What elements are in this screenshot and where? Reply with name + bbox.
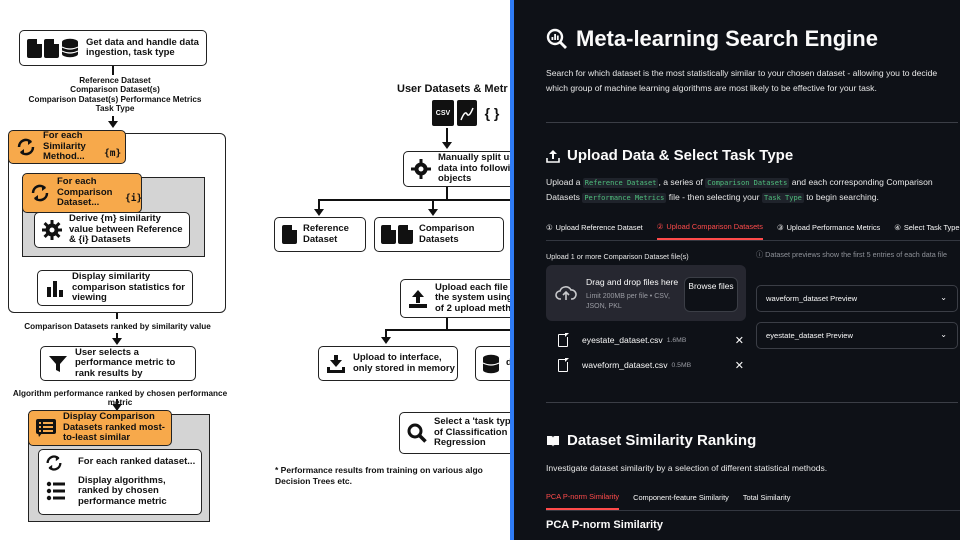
file-icon xyxy=(275,225,303,244)
waveform-preview-expander[interactable]: waveform_dataset Preview ⌄ xyxy=(756,285,958,312)
files-database-icon xyxy=(20,38,86,58)
display-algorithms-text: Display algorithms, ranked by chosen per… xyxy=(78,475,167,507)
upload-icon xyxy=(401,288,435,310)
chevron-down-icon: ⌄ xyxy=(940,330,947,339)
uploaded-file-row: eyestate_dataset.csv 1.6MB ✕ xyxy=(558,330,744,350)
refresh-icon xyxy=(9,136,43,158)
window-edge-accent xyxy=(510,0,516,540)
for-each-ranked-container xyxy=(38,449,202,515)
chevron-down-icon: ⌄ xyxy=(940,293,947,302)
search-analytics-icon xyxy=(546,28,567,49)
for-each-method-step: For each Similarity Method... xyxy=(8,130,126,164)
tab-pca-pnorm[interactable]: PCA P-norm Similarity xyxy=(546,492,620,510)
search-icon xyxy=(400,422,434,444)
database-icon xyxy=(476,354,506,374)
download-tray-icon xyxy=(319,353,353,375)
upload-database-step: d xyxy=(475,346,514,381)
tab-component-feature[interactable]: Component-feature Similarity xyxy=(633,493,729,502)
remove-file-icon[interactable]: ✕ xyxy=(734,359,744,372)
ingest-text: Get data and handle data ingestion, task… xyxy=(86,36,199,58)
footnote: * Performance results from training on v… xyxy=(275,465,483,486)
step-one-icon: ① xyxy=(546,223,553,232)
filter-icon xyxy=(41,354,75,374)
tab-total-similarity[interactable]: Total Similarity xyxy=(742,493,791,502)
uploader-label: Upload 1 or more Comparison Dataset file… xyxy=(546,252,689,261)
ingest-step: Get data and handle data ingestion, task… xyxy=(19,30,207,66)
algo-ranked-label: Algorithm performance ranked by chosen p… xyxy=(12,389,228,408)
step-two-icon: ② xyxy=(656,222,664,231)
display-ranked-step: Display Comparison Datasets ranked most-… xyxy=(28,410,172,446)
file-icon xyxy=(558,333,569,347)
app-panel: Meta-learning Search Engine Search for w… xyxy=(514,0,960,540)
browse-files-button[interactable]: Browse files xyxy=(684,277,738,312)
gear-icon xyxy=(35,219,69,241)
for-each-ranked-text: For each ranked dataset... xyxy=(78,456,196,467)
book-icon xyxy=(547,435,559,447)
json-file-icon: { } xyxy=(484,105,500,121)
reference-dataset-node: Reference Dataset xyxy=(274,217,366,252)
select-task-step: Select a 'task typ of Classification o R… xyxy=(399,412,514,454)
comparison-datasets-node: Comparison Datasets xyxy=(374,217,504,252)
preview-note: ⓘ Dataset previews show the first 5 entr… xyxy=(756,250,947,259)
upload-description: Upload a Reference Dataset, a series of … xyxy=(546,177,933,204)
bullet-list-icon xyxy=(46,480,66,507)
files-icon xyxy=(375,225,419,244)
bar-chart-icon xyxy=(38,278,72,298)
csv-file-icon: CSV xyxy=(432,100,454,126)
user-datasets-title: User Datasets & Metr xyxy=(397,83,508,95)
file-dropzone[interactable]: Drag and drop files here Limit 200MB per… xyxy=(546,265,746,321)
upload-interface-step: Upload to interface, only stored in memo… xyxy=(318,346,458,381)
cloud-upload-icon xyxy=(555,286,577,300)
ranked-label: Comparison Datasets ranked by similarity… xyxy=(24,322,211,331)
derive-step: Derive {m} similarity value between Refe… xyxy=(34,212,190,248)
flowchart-panel: Get data and handle data ingestion, task… xyxy=(8,30,514,522)
gear-icon xyxy=(404,158,438,180)
similarity-section-title: Dataset Similarity Ranking xyxy=(546,432,756,449)
divider xyxy=(546,122,958,123)
step-three-icon: ③ xyxy=(776,223,784,232)
display-stats-step: Display similarity comparison statistics… xyxy=(37,270,193,306)
remove-file-icon[interactable]: ✕ xyxy=(734,334,744,347)
upload-icon xyxy=(546,149,560,163)
step-four-icon: ④ xyxy=(894,223,901,232)
refresh-icon xyxy=(44,453,64,478)
page-title: Meta-learning Search Engine xyxy=(546,26,878,52)
file-icon xyxy=(558,358,569,372)
eyestate-preview-expander[interactable]: eyestate_dataset Preview ⌄ xyxy=(756,322,958,349)
upload-each-step: Upload each file t the system using of 2… xyxy=(400,279,514,318)
upload-section-title: Upload Data & Select Task Type xyxy=(546,147,793,164)
for-each-comparison-step: For each Comparison Dataset... xyxy=(22,173,142,213)
select-metric-step: User selects a performance metric to ran… xyxy=(40,346,196,381)
divider xyxy=(546,402,958,403)
list-icon xyxy=(29,418,63,438)
uploaded-file-row: waveform_dataset.csv 0.5MB ✕ xyxy=(558,355,744,375)
similarity-description: Investigate dataset similarity by a sele… xyxy=(546,463,828,473)
pdf-file-icon xyxy=(457,100,477,126)
file-type-icons: CSV { } xyxy=(432,100,504,126)
page-description: Search for which dataset is the most sta… xyxy=(546,68,938,93)
inputs-label: Reference Dataset Comparison Dataset(s) … xyxy=(28,76,202,114)
manual-split-step: Manually split us data into followi obje… xyxy=(403,151,514,187)
refresh-icon xyxy=(23,182,57,204)
similarity-tabs: PCA P-norm Similarity Component-feature … xyxy=(546,492,960,511)
pca-pnorm-subtitle: PCA P-norm Similarity xyxy=(546,519,663,531)
